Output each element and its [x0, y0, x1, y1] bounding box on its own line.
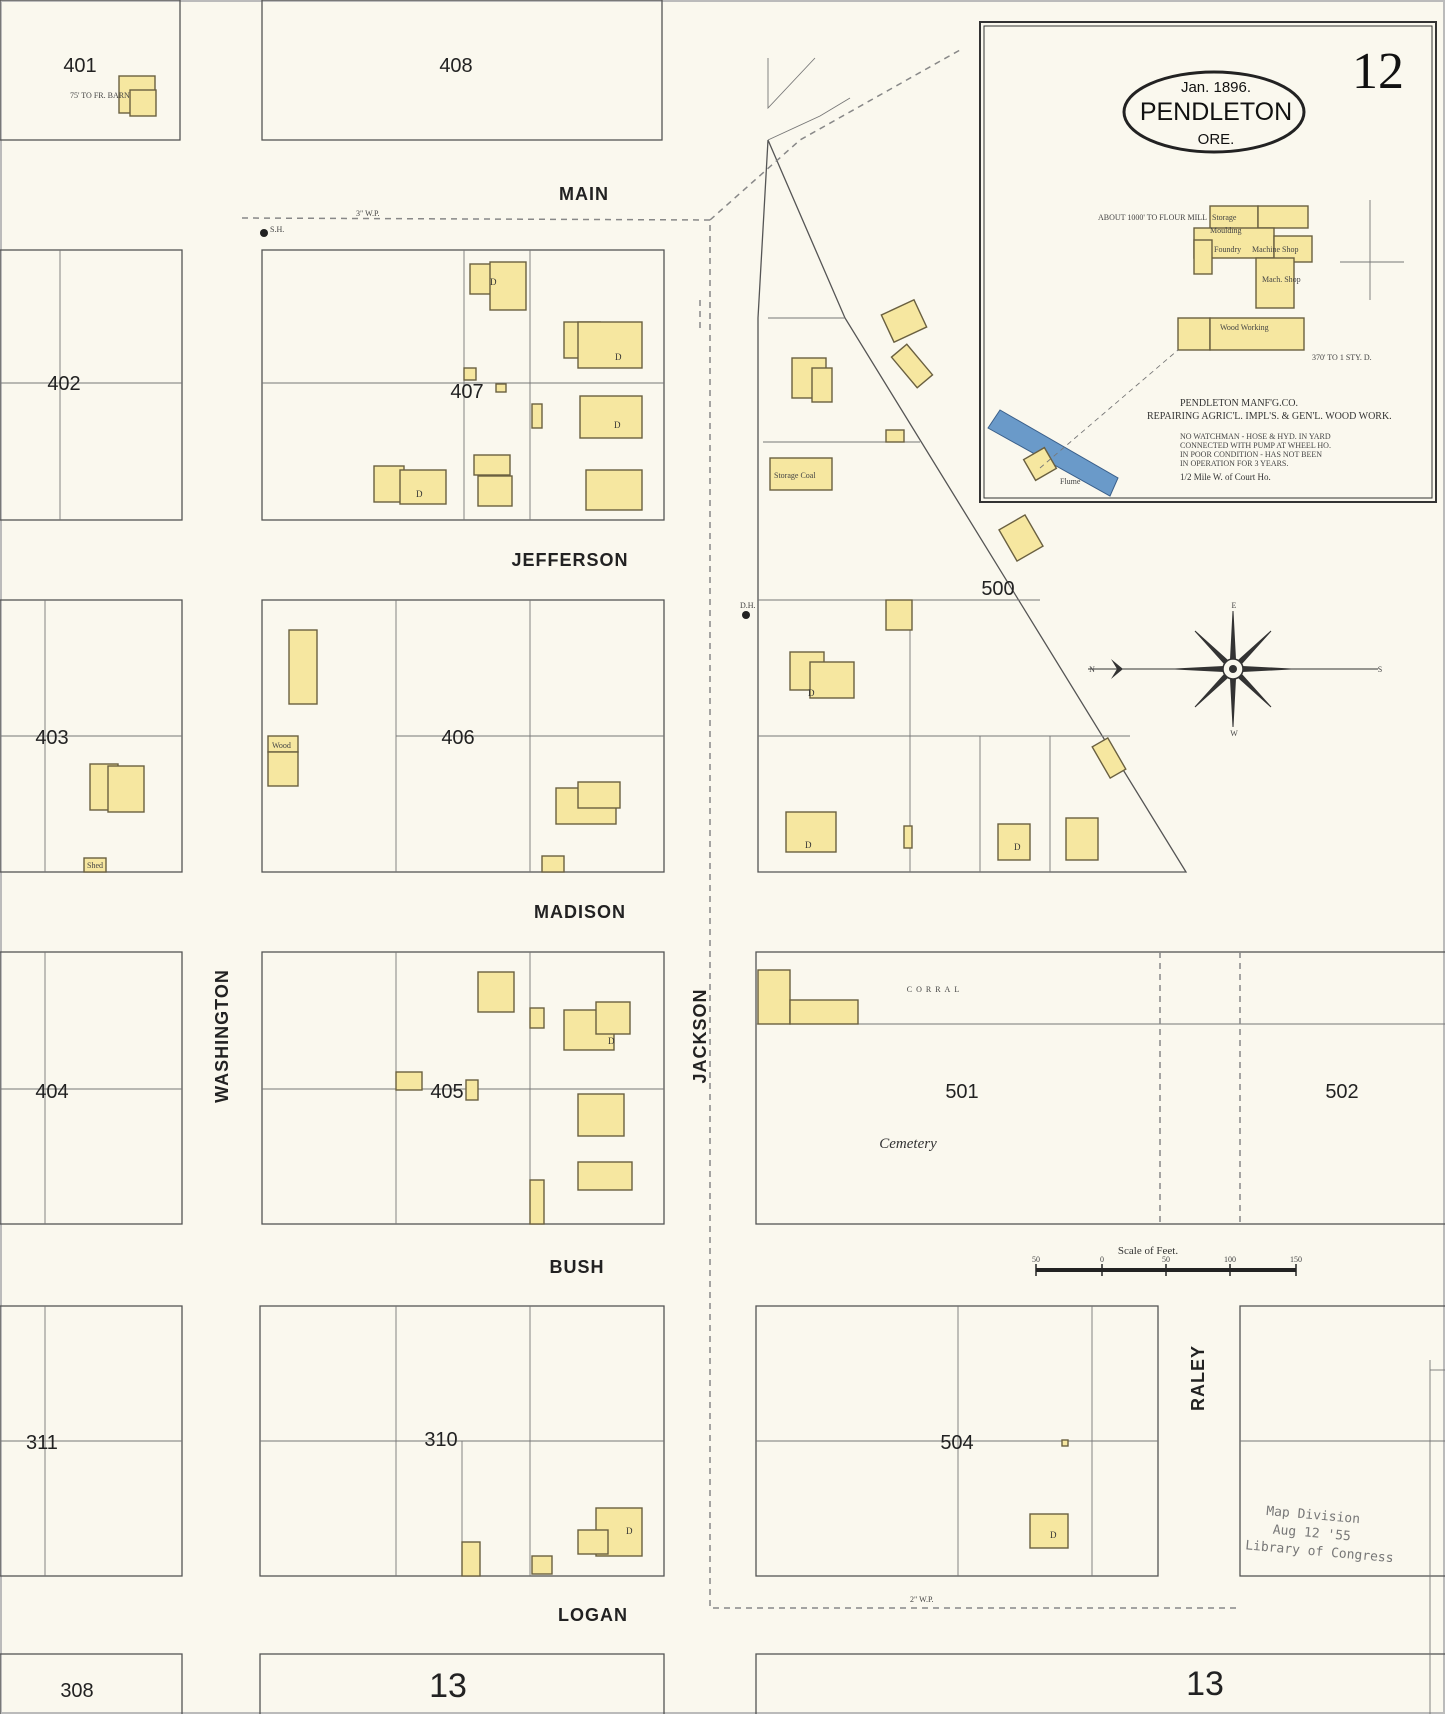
block-404: 404	[35, 1081, 68, 1103]
sheet-number: 12	[1352, 43, 1404, 100]
scale-tick: 50	[1032, 1255, 1040, 1264]
label-sh: S.H.	[270, 225, 284, 234]
water-pipes	[241, 49, 1236, 1609]
block-406: 406	[441, 727, 474, 749]
inset-mach-shop: Mach. Shop	[1262, 275, 1301, 284]
inset-foundry: Foundry	[1214, 245, 1241, 254]
street-jackson: JACKSON	[690, 988, 710, 1083]
inset-machine-shop: Machine Shop	[1252, 245, 1298, 254]
adjacent-sheet-right: 13	[1186, 1665, 1224, 1703]
inset-note-4: IN OPERATION FOR 3 YEARS.	[1180, 459, 1288, 468]
inset-wood-working: Wood Working	[1220, 323, 1269, 332]
inset-plan	[979, 21, 1437, 503]
scale-tick: 0	[1100, 1255, 1104, 1264]
label-wp-2in: 2" W.P.	[910, 1595, 934, 1604]
block-500: 500	[981, 578, 1014, 600]
compass-s: S	[1378, 665, 1382, 674]
block-402: 402	[47, 373, 80, 395]
block-407: 407	[450, 381, 483, 403]
inset-to-1st-d: 370' TO 1 STY. D.	[1312, 353, 1372, 362]
street-main: MAIN	[559, 184, 609, 204]
inset-note-1: NO WATCHMAN - HOSE & HYD. IN YARD	[1180, 432, 1331, 441]
block-408: 408	[439, 55, 472, 77]
label-cemetery: Cemetery	[879, 1136, 937, 1152]
label-dh: D.H.	[740, 601, 756, 610]
street-bush: BUSH	[549, 1257, 604, 1277]
label-dwelling: D	[490, 277, 497, 287]
label-dwelling: D	[1050, 1530, 1057, 1540]
street-raley: RALEY	[1188, 1345, 1208, 1411]
inset-note-2: CONNECTED WITH PUMP AT WHEEL HO.	[1180, 441, 1331, 450]
block-405: 405	[430, 1081, 463, 1103]
street-jefferson: JEFFERSON	[511, 550, 628, 570]
label-fr-barn: 75' TO FR. BARN	[70, 91, 130, 100]
block-504: 504	[940, 1432, 973, 1454]
label-dwelling: D	[614, 420, 621, 430]
street-washington: WASHINGTON	[212, 969, 232, 1103]
map-date: Jan. 1896.	[1181, 79, 1251, 96]
label-storage-coal: Storage Coal	[774, 471, 816, 480]
adjacent-sheet-left: 13	[429, 1667, 467, 1705]
block-310: 310	[424, 1429, 457, 1451]
label-shed: Shed	[87, 861, 103, 870]
block-501: 501	[945, 1081, 978, 1103]
compass-rose	[1088, 610, 1378, 728]
label-dwelling: D	[608, 1036, 615, 1046]
inset-company: PENDLETON MANF'G.CO.	[1180, 398, 1298, 409]
inset-storage: Storage	[1212, 213, 1237, 222]
scale-label: Scale of Feet.	[1118, 1245, 1178, 1257]
label-dwelling: D	[805, 840, 812, 850]
map-city: PENDLETON	[1140, 98, 1292, 126]
block-401: 401	[63, 55, 96, 77]
label-dwelling: D	[416, 489, 423, 499]
inset-moulding: Moulding	[1210, 226, 1242, 235]
inset-flume: Flume	[1060, 477, 1081, 486]
block-308: 308	[60, 1680, 93, 1702]
inset-to-flour-mill: ABOUT 1000' TO FLOUR MILL	[1098, 213, 1207, 222]
compass-w: W	[1230, 729, 1238, 738]
block-502: 502	[1325, 1081, 1358, 1103]
stamp-line-2: Aug 12 '55	[1272, 1523, 1351, 1545]
label-wood: Wood	[272, 741, 291, 750]
street-madison: MADISON	[534, 902, 626, 922]
map-state: ORE.	[1198, 131, 1235, 148]
inset-description: REPAIRING AGRIC'L. IMPL'S. & GEN'L. WOOD…	[1147, 411, 1392, 422]
label-corral: CORRAL	[907, 985, 963, 994]
inset-note-3: IN POOR CONDITION - HAS NOT BEEN	[1180, 450, 1322, 459]
label-dwelling: D	[626, 1526, 633, 1536]
label-dwelling: D	[1014, 842, 1021, 852]
label-wp-3in: 3" W.P.	[356, 209, 380, 218]
compass-n: N	[1089, 665, 1095, 674]
scale-bar	[1035, 1264, 1297, 1276]
scale-tick: 150	[1290, 1255, 1302, 1264]
label-dwelling: D	[615, 352, 622, 362]
label-dwelling: D	[808, 688, 815, 698]
buildings	[83, 75, 1127, 1577]
inset-distance: 1/2 Mile W. of Court Ho.	[1180, 472, 1271, 482]
scale-tick: 100	[1224, 1255, 1236, 1264]
street-logan: LOGAN	[558, 1605, 628, 1625]
block-403: 403	[35, 727, 68, 749]
compass-e: E	[1232, 601, 1237, 610]
block-311: 311	[26, 1432, 58, 1454]
scale-tick: 50	[1162, 1255, 1170, 1264]
